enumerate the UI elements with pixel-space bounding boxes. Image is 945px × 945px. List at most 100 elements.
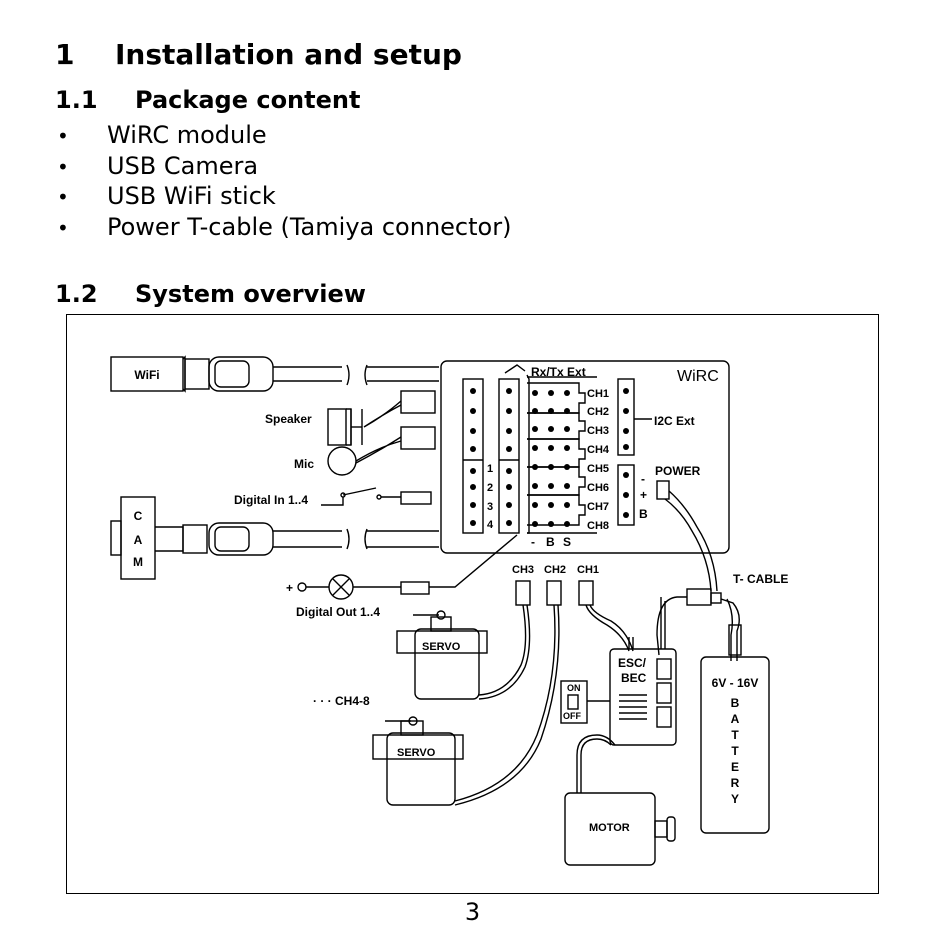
speaker-connector [400,390,436,414]
subsection-number: 1.2 [55,280,98,308]
rxtx-header [498,378,520,534]
subsection-number: 1.1 [55,86,98,114]
t-cable-label: T- CABLE [733,572,788,586]
list-item: • USB Camera [55,151,511,182]
mic-label: Mic [294,457,314,471]
list-item-text: WiRC module [107,121,267,149]
bullet-icon: • [57,185,69,209]
wifi-label: WiFi [134,368,159,382]
plus-label: + [286,581,293,595]
battery-letter: T [731,728,739,742]
section-title: Installation and setup [115,38,462,71]
battery-letter: Y [731,792,739,806]
power-header [617,464,635,526]
ch2-plug [546,580,562,606]
connector-label: CH1 [577,564,599,576]
bullet-icon: • [57,215,69,240]
battery-box [700,656,770,834]
power-pin-label: B [639,507,648,521]
on-off-switch-icon [560,680,610,724]
digital-out-lamp-icon [297,534,518,600]
channel-label: CH2 [587,406,609,418]
esc-label: ESC/ [618,656,647,670]
power-pin-label: - [641,472,645,486]
subsection-heading-package: 1.1 Package content [55,86,360,114]
subsection-heading-overview: 1.2 System overview [55,280,366,308]
gpio-number: 3 [487,501,493,513]
subsection-title: Package content [135,86,361,114]
page-number: 3 [464,898,481,926]
channel-label: CH1 [587,388,609,400]
esc-label: BEC [621,671,647,685]
channel-label: CH5 [587,463,609,475]
channel-label: CH8 [587,520,609,532]
list-item-text: USB WiFi stick [107,182,276,210]
bullet-icon: • [57,124,69,148]
gpio-number: 1 [487,463,493,475]
battery-letter: E [731,760,739,774]
cam-letter: M [133,555,143,569]
package-content-list: • WiRC module • USB Camera • USB WiFi stick… [55,120,511,242]
gpio-header [462,378,484,534]
battery-letter: R [731,776,740,790]
battery-letter: T [731,744,739,758]
list-item-text: USB Camera [107,151,259,180]
on-label: ON [567,683,581,693]
channel-label: CH7 [587,501,609,513]
channel-label: CH3 [587,425,609,437]
bullet-icon: • [57,154,69,179]
speaker-icon [327,408,363,446]
battery-letter: A [731,712,740,726]
digital-out-label: Digital Out 1..4 [296,605,380,619]
bottom-pin-label: B [546,535,555,549]
channel-label: CH4 [587,444,610,456]
servo-label: SERVO [397,747,436,759]
gpio-number: 2 [487,482,493,494]
mic-connector [400,426,436,450]
wifi-stick-icon [110,355,439,393]
wirc-label: WiRC [677,368,719,385]
mic-icon [327,446,357,476]
power-label: POWER [655,464,701,478]
i2c-label: I2C Ext [654,414,695,428]
servo-icon [396,610,488,700]
bottom-pin-label: - [531,535,535,549]
camera-icon [110,496,439,580]
list-item-text: Power T-cable (Tamiya connector) [107,212,512,241]
i2c-header [617,378,635,456]
servo-header [527,382,586,526]
t-cable-icon [656,480,742,661]
wirc-module [440,360,730,554]
esc-bec-box [609,648,677,746]
connector-label: CH2 [544,564,566,576]
list-item: • WiRC module [55,120,511,151]
list-item: • USB WiFi stick [55,181,511,212]
battery-voltage-label: 6V - 16V [712,676,759,690]
section-number: 1 [55,38,75,71]
motor-icon [564,734,676,866]
speaker-label: Speaker [265,412,312,426]
off-label: OFF [563,711,581,721]
digital-in-label: Digital In 1..4 [234,493,308,507]
gpio-number: 4 [487,519,494,531]
system-overview-diagram: WiFi C A M Speaker Mic Digital In 1..4 +… [66,314,879,894]
rxtx-label: Rx/Tx Ext [531,365,586,379]
subsection-title: System overview [135,280,366,308]
servo-label: SERVO [422,641,461,653]
ch3-plug [515,580,531,606]
channel-label: CH6 [587,482,609,494]
connector-label: CH3 [512,564,534,576]
digital-in-switch-icon [321,487,432,506]
diagram-svg: WiFi C A M Speaker Mic Digital In 1..4 +… [110,355,788,866]
bottom-pin-label: S [563,535,571,549]
battery-letter: B [731,696,740,710]
power-pin-label: + [640,488,647,502]
ch1-plug [578,580,594,606]
pin-dots [470,388,629,527]
cam-letter: C [134,509,143,523]
servo-icon [372,716,464,806]
cam-letter: A [134,533,143,547]
list-item: • Power T-cable (Tamiya connector) [55,212,511,243]
motor-label: MOTOR [589,822,630,834]
ch4-8-label: · · · CH4-8 [313,694,370,708]
